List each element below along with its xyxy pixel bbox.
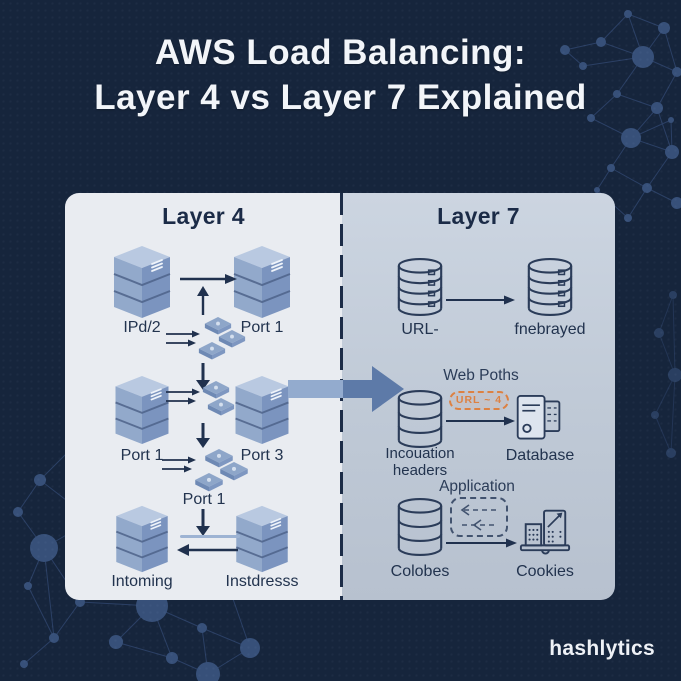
- title-line-2: Layer 4 vs Layer 7 Explained: [94, 78, 587, 117]
- node-label: IPd/2: [123, 319, 161, 336]
- packet-icon: [198, 342, 226, 360]
- packet-icon: [207, 398, 235, 416]
- database-cylinder-icon: [397, 258, 443, 316]
- node-label: Instdresss: [225, 573, 299, 590]
- node-label: Incouation headers: [370, 445, 470, 479]
- brand-watermark: hashlytics: [549, 637, 655, 660]
- database-server-icon: [516, 395, 561, 440]
- packet-group: [189, 449, 251, 495]
- layer4-header: Layer 4: [162, 203, 245, 229]
- flow-transition-arrow: [288, 366, 404, 412]
- node-label-line-2: headers: [392, 462, 448, 479]
- node-label: Intoming: [111, 573, 173, 590]
- arrow-right-icon: [446, 416, 515, 426]
- database-cylinder-icon: [397, 498, 443, 556]
- arrow-down-icon: [196, 363, 210, 390]
- node-label-line-1: Incouation: [385, 445, 455, 462]
- database-cylinder-icon: [527, 258, 573, 316]
- routing-dashed-box-icon: [450, 497, 508, 537]
- server-stack-icon: [114, 375, 170, 445]
- node-label: URL-: [401, 321, 439, 338]
- arrow-right-icon: [446, 538, 517, 548]
- arrow-up-icon: [197, 286, 209, 315]
- network-decoration-right-edge: [651, 291, 681, 458]
- section-heading: Web Poths: [443, 367, 519, 384]
- layer7-header: Layer 7: [437, 203, 520, 229]
- analytics-building-icon: [519, 509, 571, 555]
- node-label: Port 3: [240, 447, 284, 464]
- flow-highlight-line: [180, 535, 240, 538]
- server-stack-icon: [235, 505, 289, 573]
- server-stack-icon: [113, 245, 171, 319]
- layer7-panel: Layer 7 URL- fnebrayed Web Poths URL ~ 4…: [342, 193, 615, 600]
- packet-group-label: Port 1: [182, 491, 226, 508]
- packet-group: [193, 317, 249, 365]
- node-label: Database: [505, 447, 575, 464]
- title-line-1: AWS Load Balancing:: [154, 33, 527, 72]
- url-rule-badge: URL ~ 4: [449, 391, 509, 410]
- server-stack-icon: [115, 505, 169, 573]
- node-label: fnebrayed: [514, 321, 586, 338]
- arrow-right-icon: [180, 274, 237, 284]
- arrow-down-icon: [196, 423, 210, 448]
- arrow-right-icon: [446, 295, 515, 305]
- comparison-panels: Layer 4 IPd/2 Port 1: [65, 193, 615, 600]
- server-stack-icon: [233, 245, 291, 319]
- node-label: Colobes: [390, 563, 450, 580]
- section-heading: Application: [439, 478, 515, 495]
- arrow-down-icon: [196, 509, 210, 536]
- network-decoration-top-right: [560, 10, 681, 222]
- packet-group: [193, 381, 241, 421]
- arrow-left-icon: [177, 544, 238, 556]
- node-label: Port 1: [240, 319, 284, 336]
- page-title: AWS Load Balancing: Layer 4 vs Layer 7 E…: [0, 30, 681, 120]
- node-label: Cookies: [516, 563, 574, 580]
- node-label: Port 1: [120, 447, 164, 464]
